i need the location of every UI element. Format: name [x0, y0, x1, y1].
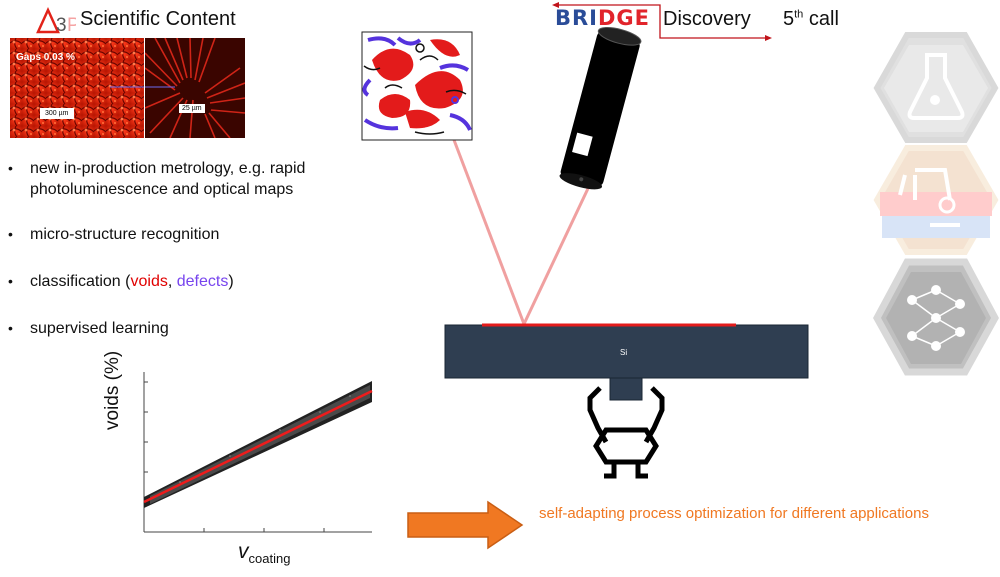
- gaps-label: Gaps 0.03 %: [16, 52, 75, 63]
- process-icons: [873, 32, 999, 376]
- bullet-metrology: new in-production metrology, e.g. rapid …: [8, 158, 338, 200]
- flask-icon: [873, 32, 999, 143]
- incident-beam: [522, 179, 594, 325]
- svg-text:P: P: [67, 15, 76, 36]
- defects-word: defects: [176, 273, 229, 290]
- scale-bar-label: 300 µm: [40, 108, 74, 119]
- gripper-icon: [587, 377, 665, 479]
- bullet-recognition: micro-structure recognition: [8, 224, 338, 245]
- bullet-supervised: supervised learning: [8, 318, 338, 339]
- outcome-text: self-adapting process optimization for d…: [539, 505, 929, 522]
- fit-line: [143, 389, 373, 504]
- si-label: Si: [620, 348, 628, 357]
- x-axis-label: vcoating: [238, 540, 291, 567]
- robot-arm-icon: [873, 145, 999, 255]
- svg-text:3: 3: [56, 15, 67, 36]
- call-label: 5th call: [783, 8, 839, 30]
- classification-map-image: [361, 31, 473, 141]
- reflected-beam: [452, 139, 526, 325]
- laser-probe: [559, 26, 642, 190]
- neural-network-icon: [873, 258, 999, 376]
- right-arrow-icon: [407, 500, 524, 550]
- discovery-label: Discovery: [663, 8, 751, 30]
- optical-map-image: 25 µm: [145, 38, 245, 138]
- voids-vs-coating-plot: [143, 372, 373, 533]
- voids-word: voids: [130, 273, 168, 290]
- bullet-list: new in-production metrology, e.g. rapid …: [8, 158, 338, 365]
- bullet-classification: classification (voids, defects): [8, 271, 338, 292]
- bracket-arrow-line: [552, 2, 772, 41]
- photoluminescence-map-image: Gaps 0.03 % 300 µm: [10, 38, 144, 138]
- a3p-logo: 3 P: [36, 6, 76, 36]
- section-title: Scientific Content: [80, 8, 236, 30]
- scale-bar-label: 25 µm: [179, 104, 205, 113]
- y-axis-label: voids (%): [102, 350, 123, 430]
- measurement-setup-illustration: [361, 26, 809, 479]
- bridge-logo: BRIDGE: [555, 6, 651, 30]
